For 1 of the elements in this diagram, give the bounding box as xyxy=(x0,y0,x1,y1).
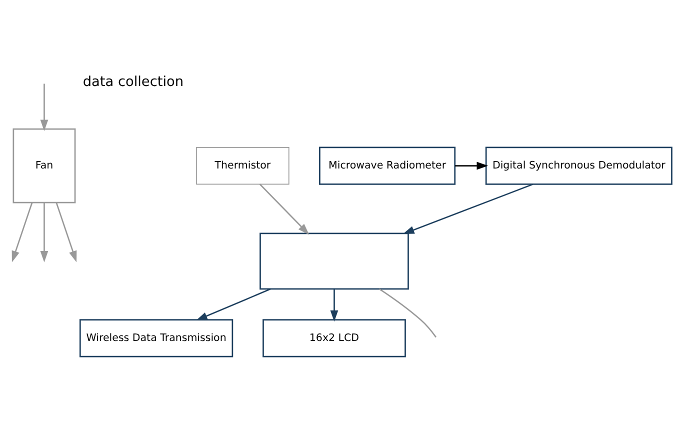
label: data collection xyxy=(82,74,184,90)
